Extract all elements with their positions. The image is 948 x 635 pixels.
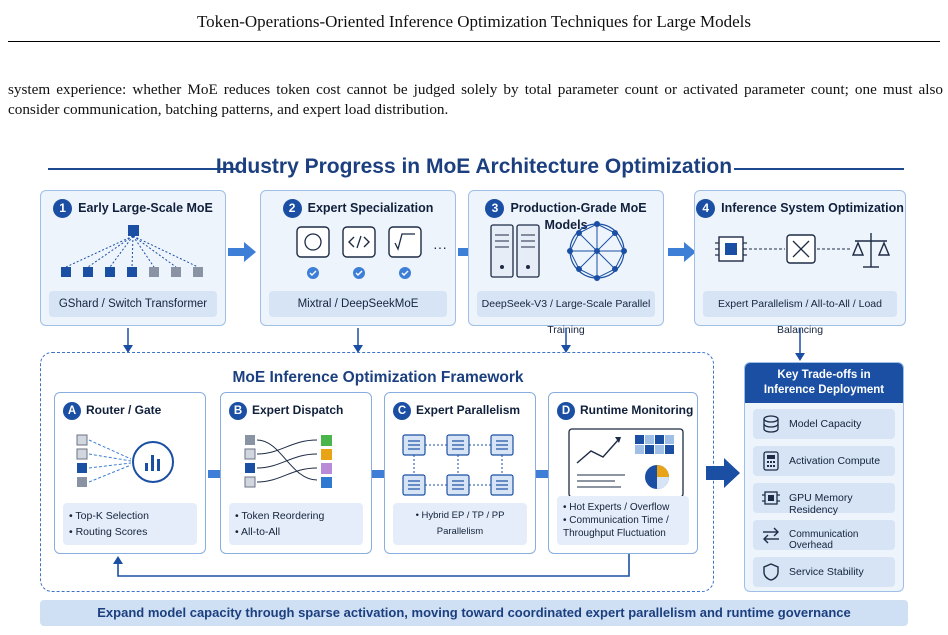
- stage-heading: 2 Expert Specialization: [261, 199, 455, 218]
- card-note-item: • All-to-All: [235, 526, 281, 538]
- card-note-item: • Hybrid EP / TP / PP Parallelism: [415, 510, 505, 537]
- title-rule-right: [734, 168, 904, 170]
- stage-heading: 4 Inference System Optimization: [695, 199, 905, 218]
- card-heading: C Expert Parallelism: [393, 402, 520, 420]
- stage-title: Production-Grade MoE Models: [510, 200, 647, 232]
- card-note-item: • Routing Scores: [69, 526, 148, 538]
- title-rule-left: [48, 168, 238, 170]
- card-note-item: • Hot Experts / Overflow: [563, 502, 670, 513]
- moe-figure: Industry Progress in MoE Architecture Op…: [30, 152, 918, 630]
- tradeoff-label: Model Capacity: [789, 418, 862, 430]
- tradeoff-label: GPU Memory Residency: [789, 492, 853, 516]
- stage-heading: 1 Early Large-Scale MoE: [41, 199, 225, 218]
- router-icon: [76, 434, 174, 487]
- card-letter-badge: C: [393, 402, 411, 420]
- framework-title: MoE Inference Optimization Framework: [232, 369, 524, 386]
- router-fanout-icon: [61, 225, 203, 277]
- card-title: Router / Gate: [86, 403, 162, 417]
- stage-heading: 3 Production-Grade MoE Models: [469, 199, 663, 232]
- stage-title: Expert Specialization: [307, 200, 434, 215]
- arrow-down-icon: [561, 328, 571, 353]
- arrow-down-icon: [123, 328, 133, 353]
- card-letter-badge: B: [229, 402, 247, 420]
- card-notes: • Top-K Selection • Routing Scores: [63, 503, 197, 545]
- tradeoff-label: Communication Overhead: [789, 529, 859, 551]
- stage-title: Early Large-Scale MoE: [78, 200, 213, 215]
- system-optimization-icon: [715, 233, 891, 268]
- arrow-right-icon: [668, 242, 696, 262]
- tradeoff-item: Service Stability: [753, 557, 895, 587]
- card-letter-badge: D: [557, 402, 575, 420]
- parallel-grid-icon: [402, 434, 514, 496]
- arrow-right-icon: [228, 242, 256, 262]
- card-title: Expert Dispatch: [252, 403, 344, 417]
- tradeoffs-title-line: Inference Deployment: [763, 384, 885, 396]
- calculator-icon: [763, 451, 779, 471]
- summary-banner: Expand model capacity through sparse act…: [40, 600, 908, 626]
- stage-label: Mixtral / DeepSeekMoE: [269, 291, 447, 317]
- header-rule: [8, 41, 940, 42]
- card-note-item: • Communication Time / Throughput Fluctu…: [563, 515, 669, 539]
- card-heading: A Router / Gate: [63, 402, 161, 420]
- stage-production-moe: 3 Production-Grade MoE Models DeepSeek-V3…: [468, 190, 664, 336]
- stage-label: GShard / Switch Transformer: [49, 291, 217, 317]
- stage-number-badge: 2: [282, 199, 302, 218]
- tradeoffs-title-line: Key Trade-offs in: [777, 369, 871, 381]
- stage-expert-specialization: 2 Expert Specialization ··· Mixtral / Dee…: [260, 190, 456, 326]
- tradeoff-label: Service Stability: [789, 566, 864, 578]
- server-cluster-icon: [490, 221, 627, 281]
- arrow-down-icon: [353, 328, 363, 353]
- card-runtime-monitoring: D Runtime Monitoring • Hot Experts / Over…: [548, 392, 698, 554]
- figure-title-bar: Industry Progress in MoE Architecture Op…: [30, 152, 918, 188]
- card-heading: B Expert Dispatch: [229, 402, 343, 420]
- stage-early-moe: 1 Early Large-Scale MoE GShard / Switch T…: [40, 190, 226, 326]
- tradeoffs-panel: Key Trade-offs in Inference Deployment M…: [744, 362, 904, 592]
- stage-label: DeepSeek-V3 / Large-Scale Parallel Train…: [477, 291, 655, 336]
- card-heading: D Runtime Monitoring: [557, 402, 693, 420]
- dashboard-icon: [568, 428, 684, 498]
- figure-title: Industry Progress in MoE Architecture Op…: [215, 155, 733, 178]
- database-icon: [763, 415, 779, 433]
- card-letter-badge: A: [63, 402, 81, 420]
- stage-number-badge: 1: [53, 199, 73, 218]
- stage-inference-system: 4 Inference System Optimization Expert Pa…: [694, 190, 906, 336]
- exchange-arrows-icon: [763, 527, 779, 544]
- dispatch-shuffle-icon: [244, 435, 332, 488]
- card-note-item: • Top-K Selection: [69, 510, 149, 522]
- tradeoff-label: Activation Compute: [789, 455, 881, 467]
- stage-title: Inference System Optimization: [721, 200, 904, 215]
- card-note-item: • Token Reordering: [235, 510, 325, 522]
- card-notes: • Token Reordering • All-to-All: [229, 503, 363, 545]
- body-paragraph: system experience: whether MoE reduces t…: [8, 81, 943, 118]
- card-title: Expert Parallelism: [416, 403, 521, 417]
- card-notes: • Hot Experts / Overflow • Communication…: [557, 496, 689, 545]
- card-title: Runtime Monitoring: [580, 403, 694, 417]
- tradeoff-item: GPU Memory Residency: [753, 483, 895, 516]
- running-head: Token-Operations-Oriented Inference Opti…: [196, 12, 752, 31]
- card-expert-parallelism: C Expert Parallelism • Hybrid EP / TP / P…: [384, 392, 536, 554]
- expert-types-icon: [296, 226, 422, 279]
- chip-icon: [762, 491, 780, 505]
- shield-icon: [763, 563, 779, 581]
- stage-number-badge: 3: [485, 199, 505, 218]
- tradeoffs-heading: Key Trade-offs in Inference Deployment: [745, 363, 903, 403]
- tradeoff-item: Activation Compute: [753, 446, 895, 476]
- tradeoff-item: Communication Overhead: [753, 520, 895, 551]
- arrow-right-icon: [706, 458, 740, 488]
- stage-label: Expert Parallelism / All-to-All / Load B…: [703, 291, 897, 336]
- card-router-gate: A Router / Gate • Top-K Selection • Routi…: [54, 392, 206, 554]
- stage-number-badge: 4: [696, 199, 716, 218]
- more-experts-ellipsis: ···: [433, 239, 447, 255]
- tradeoff-item: Model Capacity: [753, 409, 895, 439]
- arrow-down-icon: [795, 328, 805, 361]
- card-notes: • Hybrid EP / TP / PP Parallelism: [393, 503, 527, 545]
- feedback-loop-arrow: [113, 554, 630, 577]
